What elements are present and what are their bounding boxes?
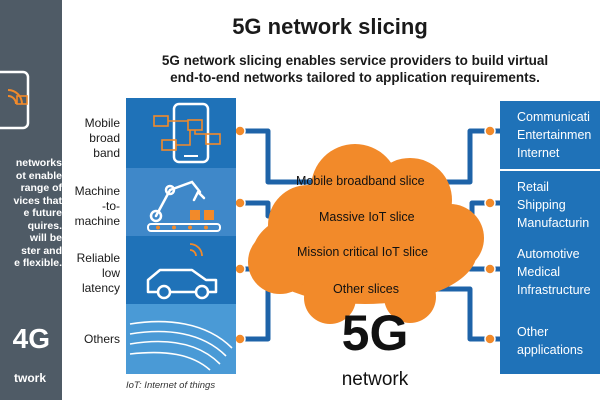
footnote: IoT: Internet of things xyxy=(126,380,216,391)
diagram-title: 5G network slicing xyxy=(232,14,428,39)
app-box-communication: Communicati Entertainmen Internet xyxy=(500,101,600,169)
app-box-automotive-text: Automotive Medical Infrastructure xyxy=(517,247,591,297)
app-box-communication-text: Communicati Entertainmen Internet xyxy=(517,110,592,160)
cloud-5g-network xyxy=(248,144,484,324)
row-label-machine-to-machine: Machine -to- machine xyxy=(74,184,120,228)
app-box-other-text: Other applications xyxy=(517,325,584,357)
app-box-retail: Retail Shipping Manufacturin xyxy=(500,171,600,239)
phone-signal-icon xyxy=(0,70,30,130)
robot-arm-factory-icon xyxy=(126,168,236,238)
app-box-retail-text: Retail Shipping Manufacturin xyxy=(517,180,590,230)
left-panel-4g-label: 4G xyxy=(12,323,50,354)
cloud-network-label: network xyxy=(341,369,409,390)
slice-label-massive-iot: Massive IoT slice xyxy=(319,210,415,224)
slice-label-mobile-broadband: Mobile broadband slice xyxy=(296,174,425,188)
app-box-other: Other applications xyxy=(500,306,600,374)
connected-car-icon xyxy=(126,236,236,306)
left-panel-text: networks ot enable range of vices that e… xyxy=(13,157,62,269)
app-box-automotive: Automotive Medical Infrastructure xyxy=(500,238,600,306)
slice-label-other: Other slices xyxy=(333,282,399,296)
row-label-mobile-broadband: Mobile broad band xyxy=(84,116,120,160)
left-panel-4g: networks ot enable range of vices that e… xyxy=(0,0,62,400)
cloud-5g-label: 5G xyxy=(341,305,409,361)
slice-label-mission-critical: Mission critical IoT slice xyxy=(297,245,429,259)
high-speed-train-icon xyxy=(126,304,236,374)
row-label-reliable-low-latency: Reliable low latency xyxy=(76,251,120,295)
phone-network-icon xyxy=(126,98,236,168)
row-label-others: Others xyxy=(83,332,120,346)
left-panel-network-label: twork xyxy=(13,371,46,385)
diagram-subtitle: 5G network slicing enables service provi… xyxy=(161,53,549,85)
